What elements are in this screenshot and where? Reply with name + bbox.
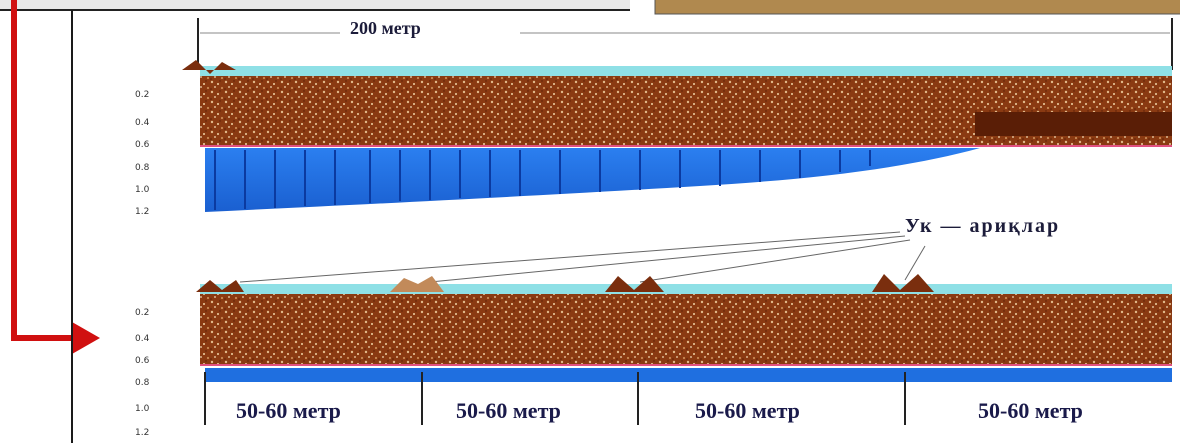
segment-label-2: 50-60 метр (456, 398, 561, 423)
bottom-tick-0.6: 0.6 (135, 356, 150, 366)
bottom-tick-1.0: 1.0 (135, 404, 150, 414)
canal-mound-3 (605, 276, 664, 292)
red-arrow-head (72, 322, 100, 354)
bottom-groundwater (205, 368, 1172, 382)
canal-label: Ук — ариқлар (905, 215, 1061, 237)
photo-strip (655, 0, 1180, 14)
top-distance-label: 200 метр (350, 18, 421, 38)
top-tick-1.2: 1.2 (135, 207, 150, 217)
top-groundwater (205, 148, 980, 212)
top-water-surface (200, 66, 1172, 76)
segment-label-4: 50-60 метр (978, 398, 1083, 423)
top-tick-1.0: 1.0 (135, 185, 150, 195)
segment-label-1: 50-60 метр (236, 398, 341, 423)
bottom-tick-0.8: 0.8 (135, 378, 150, 388)
bottom-tick-1.2: 1.2 (135, 428, 150, 438)
canal-mound-4 (872, 274, 934, 292)
canal-mound-2 (390, 276, 444, 292)
canal-mound-1 (196, 280, 244, 292)
bottom-soil-layer (200, 294, 1172, 364)
top-tick-0.2: 0.2 (135, 90, 150, 100)
top-tick-0.6: 0.6 (135, 140, 150, 150)
top-canal-mound (182, 60, 236, 74)
bottom-tick-0.2: 0.2 (135, 308, 150, 318)
red-arrow (11, 0, 82, 341)
bottom-tick-0.4: 0.4 (135, 334, 150, 344)
top-tick-0.4: 0.4 (135, 118, 150, 128)
segment-label-3: 50-60 метр (695, 398, 800, 423)
top-tick-0.8: 0.8 (135, 163, 150, 173)
